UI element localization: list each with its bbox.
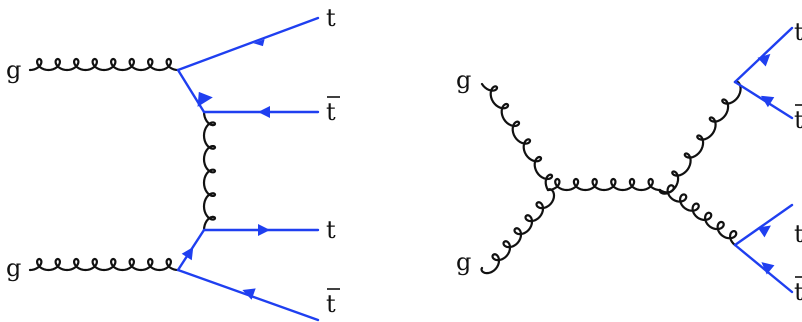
label-gluon-top: g (6, 56, 21, 84)
diagram-t-channel: g g t t t t (6, 4, 340, 322)
antitop-quark-line-out4 (733, 243, 794, 294)
label-out2: t (326, 98, 336, 126)
arrow-icon (253, 39, 265, 47)
label-out4: t (794, 278, 802, 306)
label-out3: t (326, 216, 336, 244)
gluon-line-incoming-top (480, 82, 554, 192)
gluon-propagator-horizontal (546, 177, 662, 192)
label-out2: t (794, 106, 802, 134)
gluon-line-incoming-bottom (28, 257, 180, 272)
arrow-icon (757, 225, 771, 238)
label-gluon-bottom: g (6, 254, 21, 282)
diagram-s-channel: g g t t t t (456, 18, 802, 306)
label-out1: t (326, 4, 336, 32)
top-quark-line-out1 (176, 16, 320, 72)
gluon-propagator-vertical (202, 110, 217, 232)
arrow-icon (197, 91, 213, 107)
top-quark-line-internal-upper (176, 68, 206, 114)
arrow-icon (761, 262, 775, 275)
label-out3: t (794, 220, 802, 248)
label-out1: t (794, 18, 802, 46)
arrow-icon (258, 106, 270, 118)
label-gluon-top: g (456, 66, 471, 94)
label-out4: t (326, 290, 336, 318)
gluon-line-outgoing-top (658, 80, 742, 195)
arrow-icon (242, 288, 256, 300)
arrow-icon (258, 224, 270, 236)
gluon-line-incoming-top (28, 57, 180, 72)
top-quark-line-out3 (733, 203, 794, 247)
gluon-line-outgoing-bottom (658, 184, 738, 247)
arrow-icon (757, 53, 771, 67)
arrow-icon (181, 246, 194, 261)
arrow-icon (760, 95, 775, 108)
gluon-line-incoming-bottom (480, 188, 556, 275)
top-quark-line-out1 (733, 26, 794, 84)
label-gluon-bottom: g (456, 248, 471, 276)
